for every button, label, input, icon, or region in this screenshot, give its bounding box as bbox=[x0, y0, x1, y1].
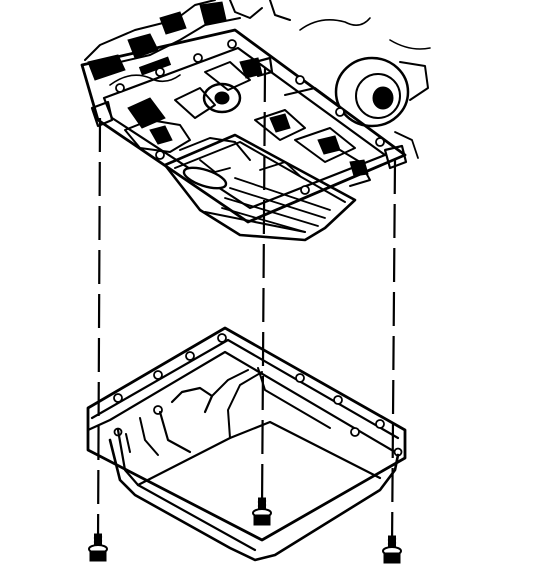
oil-pan bbox=[86, 326, 407, 562]
hex-bolt-icon bbox=[88, 533, 108, 562]
pan-bowl bbox=[108, 438, 400, 562]
left-alignment-line bbox=[96, 117, 102, 546]
pan-flange-edge bbox=[86, 350, 397, 454]
center-alignment-line bbox=[260, 67, 267, 511]
pan-flange-bolt-holes bbox=[113, 333, 403, 457]
pan-flange-outer bbox=[86, 326, 407, 542]
transmission-case bbox=[80, 0, 431, 242]
case-flange-bolt-holes bbox=[115, 39, 385, 195]
pan-interior-ribs bbox=[125, 367, 331, 456]
pan-bowl-bottom-edge bbox=[136, 420, 382, 487]
right-alignment-line bbox=[390, 159, 397, 549]
pan-bowl-side bbox=[227, 371, 263, 439]
hex-bolt-icon bbox=[252, 497, 272, 526]
left-pan-bolt bbox=[88, 533, 108, 562]
oil-filter bbox=[163, 133, 357, 242]
pan-flange-top bbox=[90, 338, 400, 440]
right-pan-bolt bbox=[382, 535, 402, 564]
pan-bowl-inner-wall bbox=[116, 428, 257, 552]
center-pan-bolt bbox=[252, 497, 272, 526]
round-housing bbox=[334, 56, 429, 159]
alignment-lines bbox=[96, 67, 397, 549]
case-flange-outer bbox=[80, 28, 407, 224]
case-corner-tabs bbox=[90, 56, 408, 170]
hex-bolt-icon bbox=[382, 535, 402, 564]
